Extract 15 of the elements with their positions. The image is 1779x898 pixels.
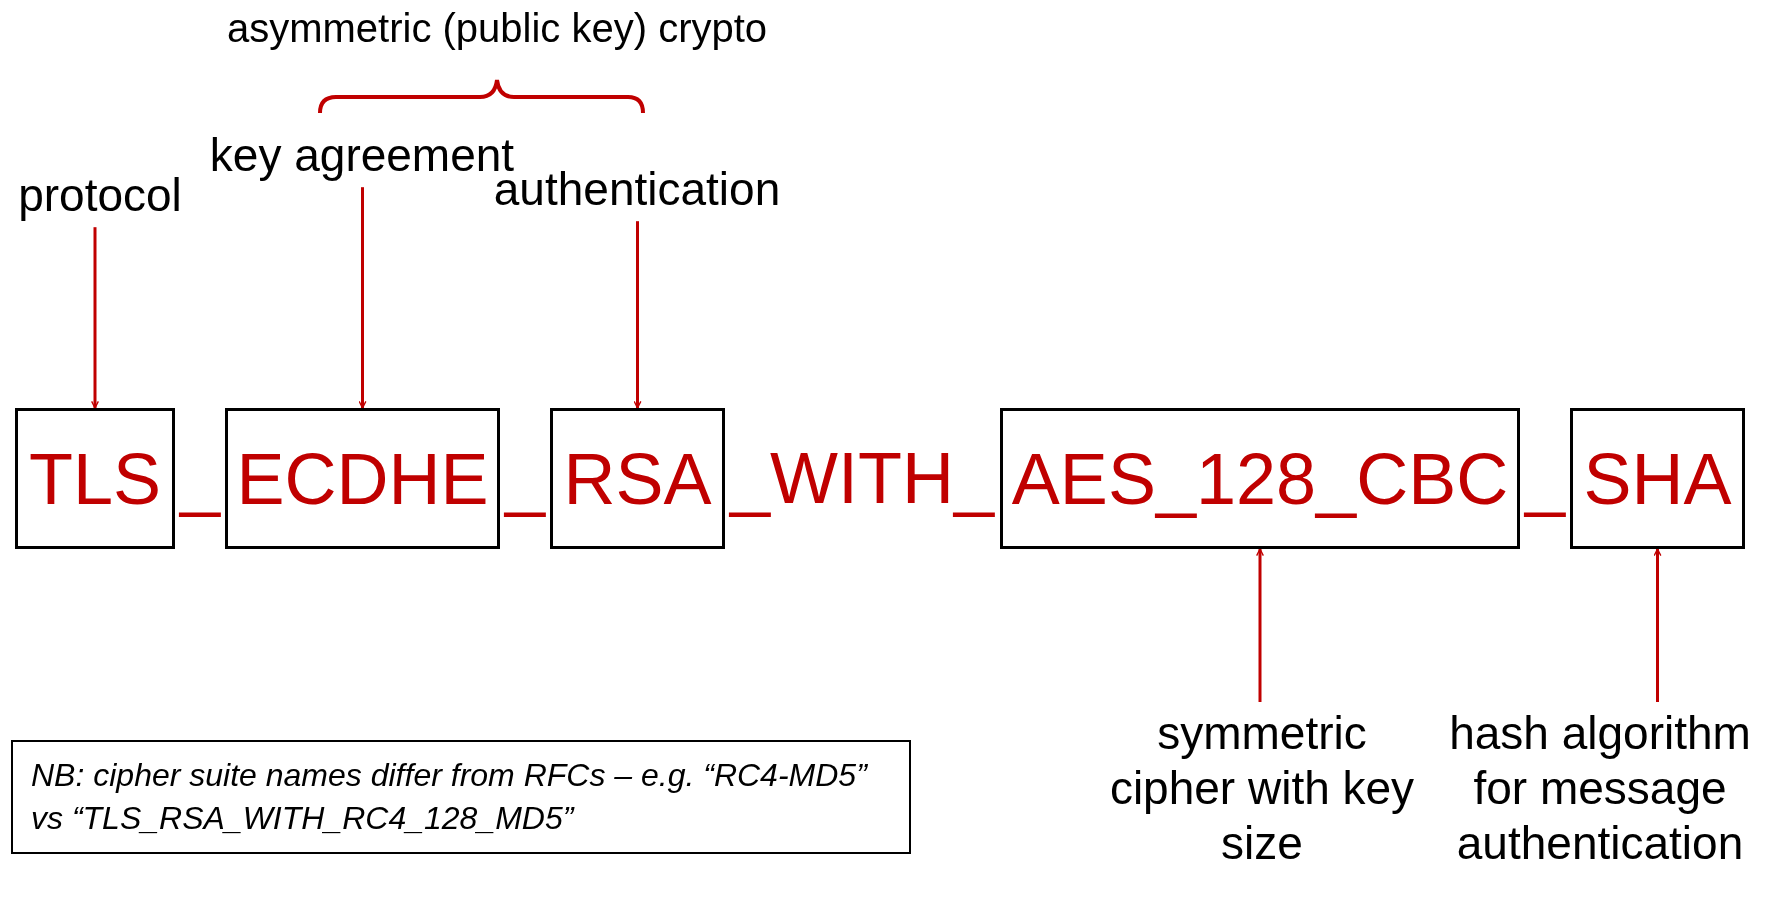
component-label: symmetric cipher with key size: [1102, 706, 1422, 872]
component-label: hash algorithm for message authentication: [1425, 706, 1775, 872]
segment-box: TLS: [15, 408, 175, 549]
segment-box: SHA: [1570, 408, 1745, 549]
arrow: [633, 221, 642, 409]
group-label: asymmetric (public key) crypto: [226, 5, 768, 52]
segment-box: AES_128_CBC: [1000, 408, 1520, 549]
segment-box: ECDHE: [225, 408, 500, 549]
arrow: [358, 187, 367, 409]
arrow: [91, 227, 99, 409]
component-label: protocol: [18, 168, 182, 224]
segment-box: RSA: [550, 408, 725, 549]
note-box: NB: cipher suite names differ from RFCs – e.g. “RC4-MD5” vs “TLS_RSA_WITH_RC4_128_MD5”: [11, 740, 911, 855]
arrow: [1653, 548, 1662, 702]
arrow: [1256, 548, 1264, 702]
